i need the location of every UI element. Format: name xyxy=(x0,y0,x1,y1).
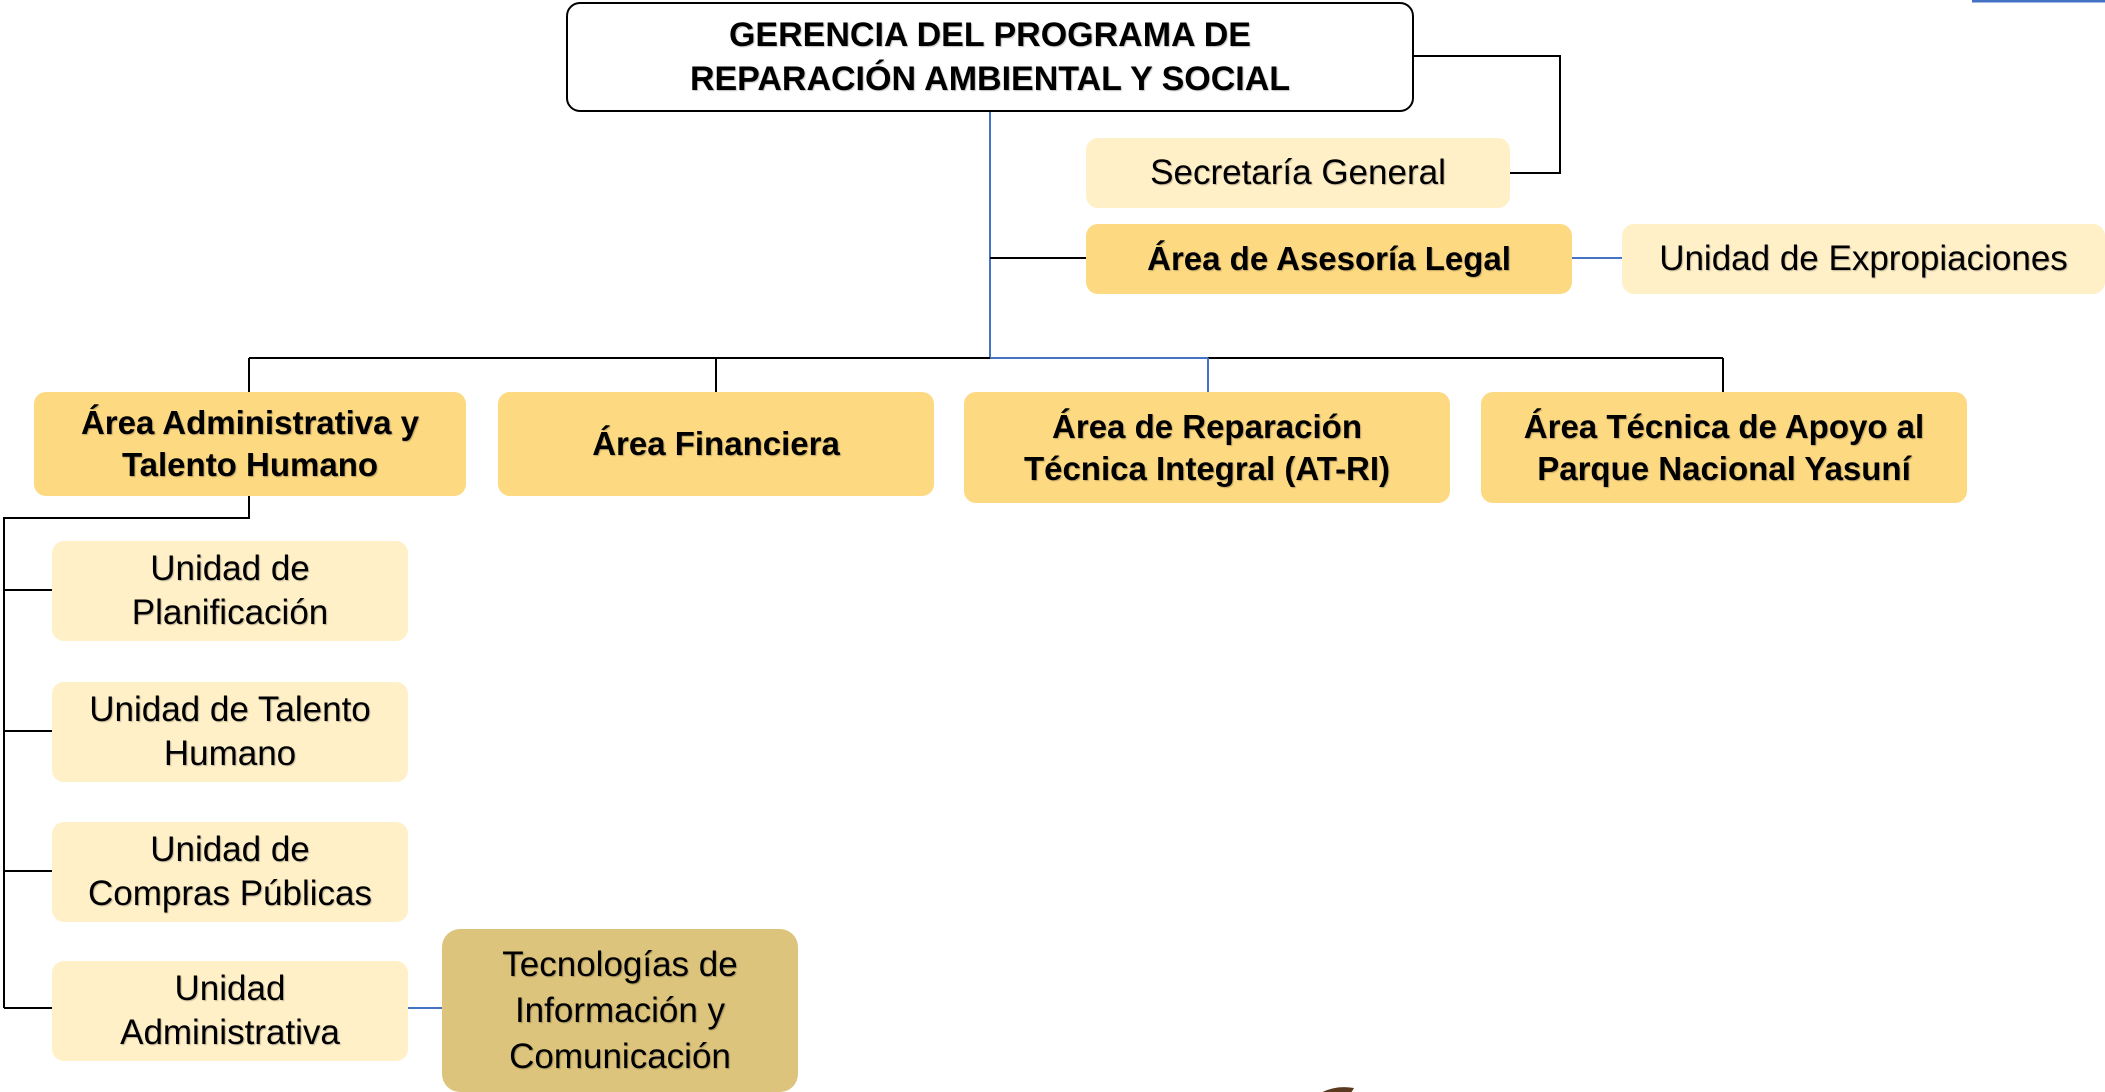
node-label-line-2: Administrativa xyxy=(120,1013,340,1052)
node-unidad-compras-publicas: Unidad de Compras Públicas xyxy=(52,822,408,922)
node-label-line-2: Parque Nacional Yasuní xyxy=(1537,449,1911,487)
node-label-line-2: Información y xyxy=(514,990,726,1030)
node-label-line-2: Talento Humano xyxy=(121,446,379,483)
node-asesoria-legal: Área de Asesoría Legal xyxy=(1086,224,1572,294)
node-unidad-expropiaciones: Unidad de Expropiaciones xyxy=(1622,224,2105,294)
node-unidad-talento-humano: Unidad de Talento Humano xyxy=(52,682,408,782)
partial-logo-graphic xyxy=(1322,1087,1354,1092)
node-label-line-1: Área Administrativa y xyxy=(80,404,420,441)
node-label-line-1: Unidad de xyxy=(150,549,310,588)
node-label-line-1: Unidad xyxy=(174,969,286,1008)
node-label: Secretaría General xyxy=(1150,153,1446,192)
node-label: Área Financiera xyxy=(592,425,840,462)
node-label-line-1: Área Técnica de Apoyo al xyxy=(1523,407,1925,445)
node-label-line-2: Técnica Integral (AT-RI) xyxy=(1023,449,1391,487)
root-line-2: REPARACIÓN AMBIENTAL Y SOCIAL xyxy=(689,60,1291,98)
node-label-line-1: Área de Reparación xyxy=(1052,407,1362,445)
node-tecnologias-informacion: Tecnologías de Información y Comunicació… xyxy=(442,929,798,1092)
node-unidad-administrativa: Unidad Administrativa xyxy=(52,961,408,1061)
connector-admin-units xyxy=(3,496,250,1008)
node-unidad-planificacion: Unidad de Planificación xyxy=(52,541,408,641)
node-label-line-2: Compras Públicas xyxy=(88,874,372,913)
node-label-line-2: Humano xyxy=(163,734,297,773)
node-label-line-1: Tecnologías de xyxy=(502,944,738,984)
connector-secretaria xyxy=(1414,55,1561,174)
root-line-1: GERENCIA DEL PROGRAMA DE xyxy=(728,16,1251,54)
node-area-yasuni: Área Técnica de Apoyo al Parque Nacional… xyxy=(1481,392,1967,503)
node-label: Área de Asesoría Legal xyxy=(1147,240,1511,277)
node-area-financiera: Área Financiera xyxy=(498,392,934,496)
node-label-line-1: Unidad de Talento xyxy=(89,690,371,729)
root-node-gerencia: GERENCIA DEL PROGRAMA DE REPARACIÓN AMBI… xyxy=(566,2,1414,112)
node-area-administrativa: Área Administrativa y Talento Humano xyxy=(34,392,466,496)
node-label-line-3: Comunicación xyxy=(509,1036,731,1076)
node-label-line-2: Planificación xyxy=(131,593,329,632)
node-secretaria-general: Secretaría General xyxy=(1086,138,1510,208)
node-area-reparacion: Área de Reparación Técnica Integral (AT-… xyxy=(964,392,1450,503)
node-label: Unidad de Expropiaciones xyxy=(1659,239,2068,278)
node-label-line-1: Unidad de xyxy=(150,830,310,869)
